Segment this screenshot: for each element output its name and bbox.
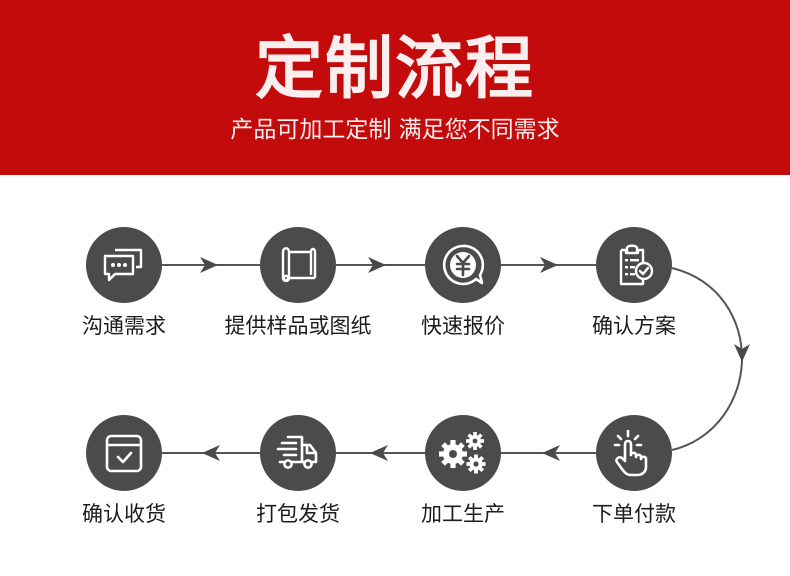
step-provide-samples: 提供样品或图纸 — [218, 227, 378, 340]
package-check-icon — [105, 434, 143, 473]
chat-bubbles-icon — [103, 248, 143, 282]
arrow-left-icon — [542, 445, 560, 461]
arrow-right-icon — [368, 257, 386, 273]
step-label: 沟通需求 — [82, 314, 166, 338]
gears-icon — [439, 432, 486, 474]
tap-hand-icon — [613, 429, 648, 477]
step-label: 提供样品或图纸 — [224, 314, 372, 338]
step-communicate-needs: 沟通需求 — [44, 227, 204, 340]
step-label: 确认方案 — [592, 314, 676, 338]
step-label: 快速报价 — [421, 314, 505, 338]
step-icon-circle — [260, 227, 336, 303]
step-confirm-plan: 确认方案 — [554, 227, 714, 340]
arrow-right-icon — [200, 257, 218, 273]
step-label: 确认收货 — [82, 502, 166, 526]
arrow-down-icon — [734, 344, 750, 362]
page-subtitle: 产品可加工定制 满足您不同需求 — [230, 117, 560, 143]
blueprint-scroll-icon — [281, 247, 317, 283]
arrow-left-icon — [202, 445, 220, 461]
arrow-left-icon — [370, 445, 388, 461]
step-production: 加工生产 — [383, 415, 543, 528]
arrow-right-icon — [540, 257, 558, 273]
step-place-order-pay: 下单付款 — [554, 415, 714, 528]
clipboard-check-icon — [619, 244, 654, 286]
step-label: 下单付款 — [592, 502, 676, 526]
step-icon-circle — [86, 227, 162, 303]
delivery-truck-icon — [276, 435, 318, 469]
step-icon-circle — [260, 415, 336, 491]
step-label: 加工生产 — [421, 502, 505, 526]
step-icon-circle — [596, 415, 672, 491]
page-title: 定制流程 — [254, 30, 535, 109]
step-icon-circle — [425, 227, 501, 303]
header-banner: 定制流程 产品可加工定制 满足您不同需求 — [0, 0, 790, 175]
yuan-quote-bubble-icon — [442, 244, 485, 286]
step-icon-circle — [86, 415, 162, 491]
step-label: 打包发货 — [256, 502, 340, 526]
step-pack-ship: 打包发货 — [218, 415, 378, 528]
step-confirm-receipt: 确认收货 — [44, 415, 204, 528]
step-icon-circle — [596, 227, 672, 303]
step-icon-circle — [425, 415, 501, 491]
step-quick-quote: 快速报价 — [383, 227, 543, 340]
